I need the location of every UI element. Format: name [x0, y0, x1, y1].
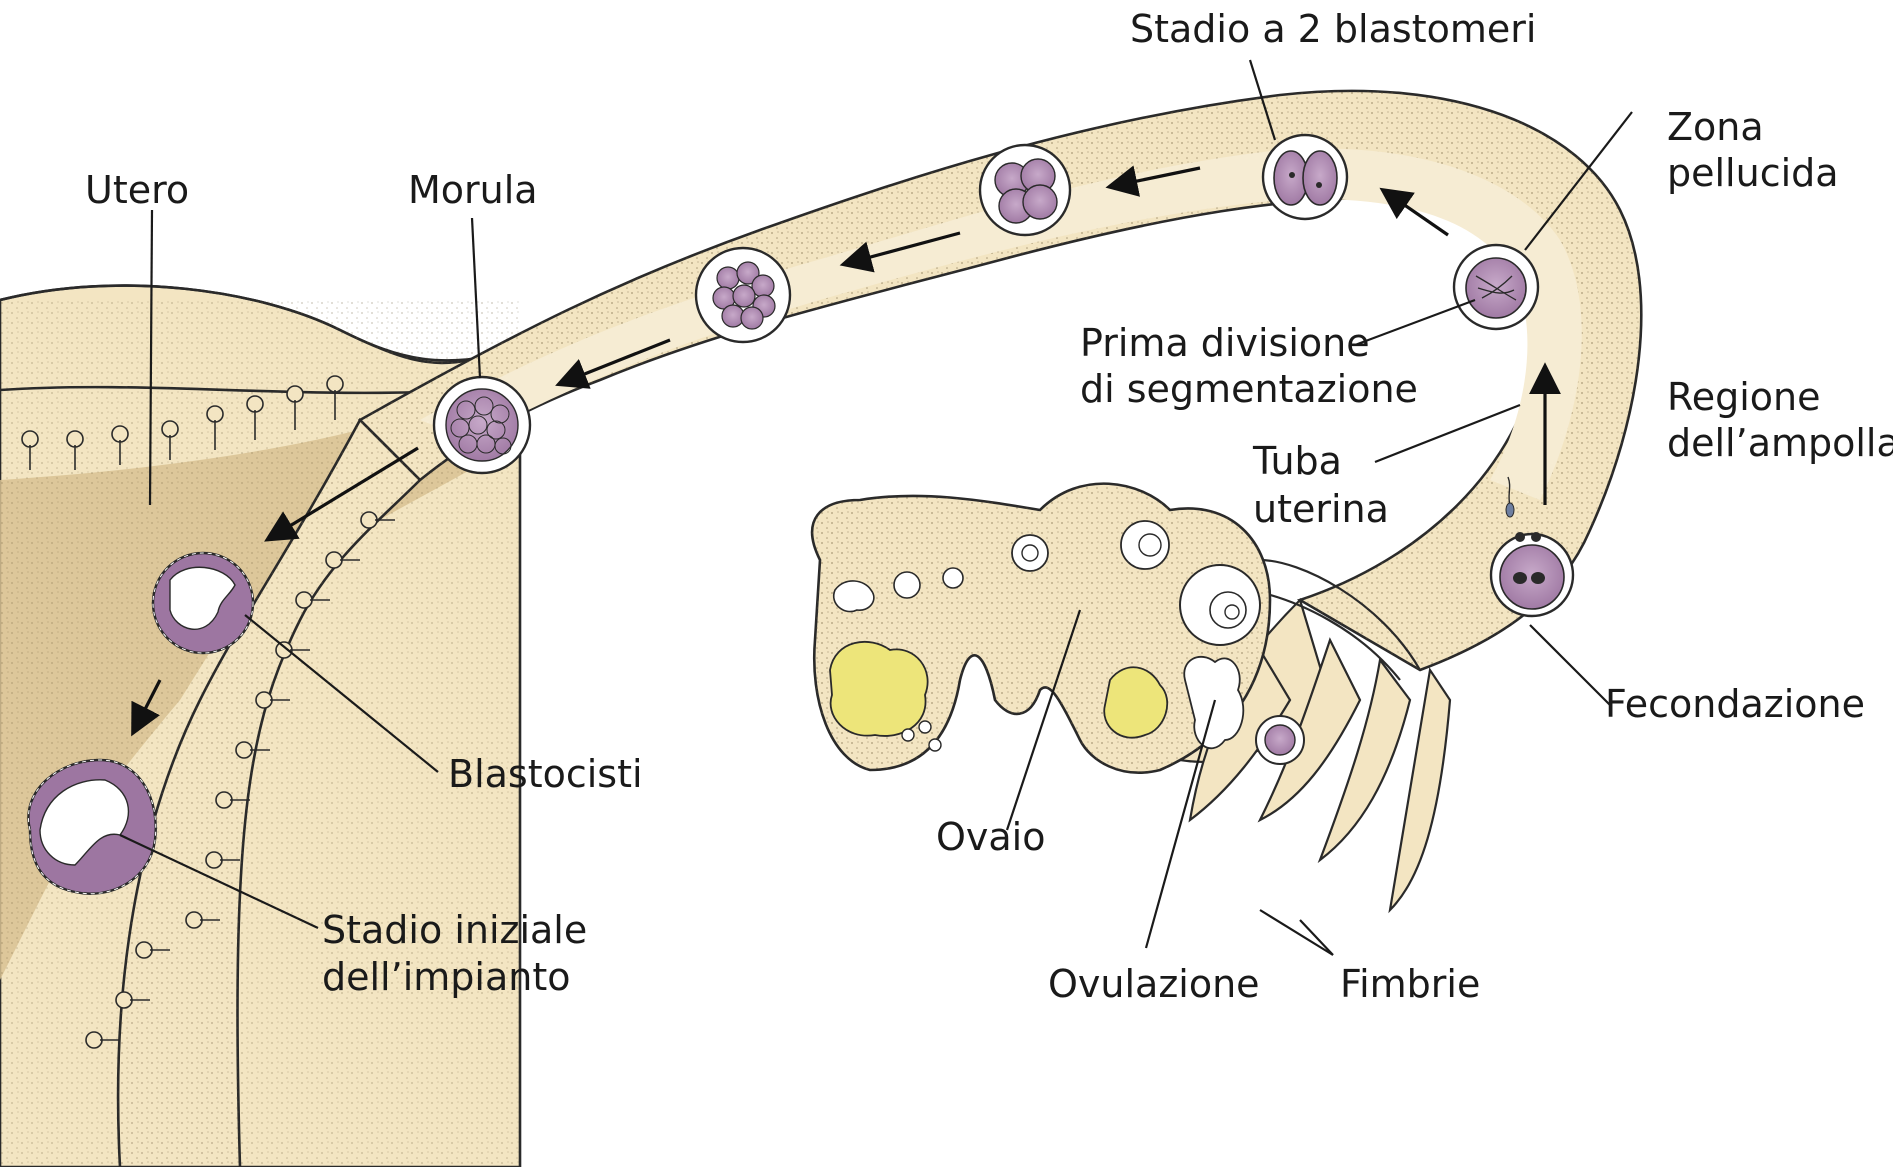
label-zona-line2: pellucida [1667, 151, 1839, 195]
corpus-luteum-1 [830, 642, 928, 736]
eight-cell-stage [696, 248, 790, 342]
ovary [812, 484, 1304, 773]
label-ovaio: Ovaio [936, 815, 1046, 859]
label-blastocisti: Blastocisti [448, 752, 643, 796]
label-prima-line2: di segmentazione [1080, 367, 1418, 411]
label-stadio-iniziale-line2: dell’impianto [322, 955, 570, 999]
label-zona-line1: Zona [1667, 105, 1764, 149]
first-cleavage [1454, 245, 1538, 329]
label-stadio-2-blastomeri: Stadio a 2 blastomeri [1130, 7, 1536, 51]
label-prima-line1: Prima divisione [1080, 321, 1370, 365]
two-cell-stage [1263, 135, 1347, 219]
label-morula: Morula [408, 168, 538, 212]
label-utero: Utero [85, 168, 189, 212]
early-implantation-stage [28, 760, 155, 894]
four-cell-stage [980, 145, 1070, 235]
morula-stage [434, 377, 530, 473]
label-ovulazione: Ovulazione [1048, 962, 1260, 1006]
label-regione-line2: dell’ampolla [1667, 421, 1893, 465]
label-stadio-iniziale-line1: Stadio iniziale [322, 908, 587, 952]
label-tuba-line2: uterina [1253, 487, 1389, 531]
label-regione-line1: Regione [1667, 375, 1820, 419]
label-fimbrie: Fimbrie [1340, 962, 1480, 1006]
blastocyst-stage [153, 553, 253, 653]
label-fecondazione: Fecondazione [1605, 682, 1865, 726]
label-tuba-line1: Tuba [1252, 439, 1342, 483]
